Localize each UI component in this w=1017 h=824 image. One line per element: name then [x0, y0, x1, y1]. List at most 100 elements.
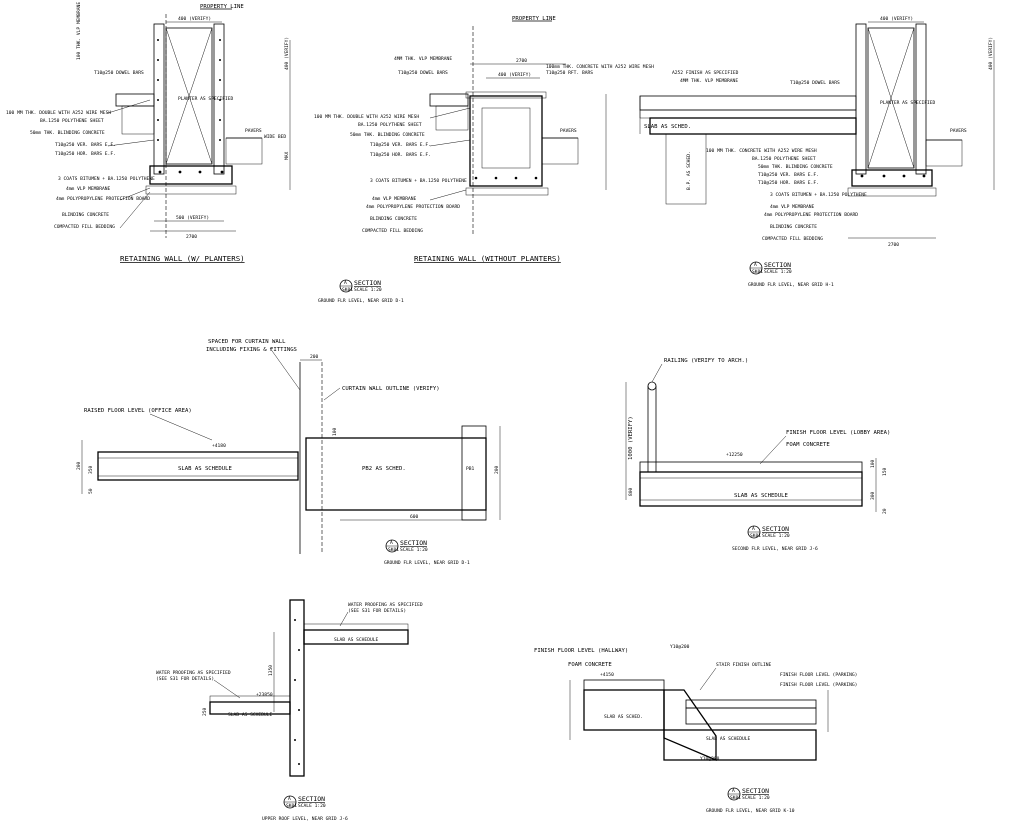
svg-text:SLAB AS SCHED.: SLAB AS SCHED. — [644, 124, 691, 130]
svg-text:PAVERS: PAVERS — [950, 128, 967, 134]
svg-text:SECTION: SECTION — [400, 539, 427, 547]
svg-text:PAVERS: PAVERS — [560, 128, 577, 134]
detail2-title: RETAINING WALL (WITHOUT PLANTERS) — [414, 254, 561, 263]
svg-text:BLINDING CONCRETE: BLINDING CONCRETE — [770, 224, 817, 230]
svg-text:200: 200 — [310, 354, 319, 360]
detail-ground-floor-grid-h1: 400 (VERIFY) PLANTER AS SPECIFIED SLAB A… — [639, 16, 995, 288]
svg-text:T10@250 RFT. BARS: T10@250 RFT. BARS — [546, 70, 593, 76]
svg-text:4mm POLYPROPYLENE PROTECTION B: 4mm POLYPROPYLENE PROTECTION BOARD — [764, 212, 858, 218]
section-marker-3: A SK01 SECTION SCALE 1:20 — [749, 261, 792, 275]
svg-text:2700: 2700 — [888, 242, 899, 248]
svg-text:4mm VLP MEMBRANE: 4mm VLP MEMBRANE — [66, 186, 110, 192]
section-marker-row1: A SK01 SECTION SCALE 1:20 GROUND FLR LEV… — [318, 279, 404, 304]
svg-text:3 COATS BITUMEN + BA.1250 POLY: 3 COATS BITUMEN + BA.1250 POLYTHENE — [370, 178, 467, 184]
svg-text:BA.1250 POLYTHENE SHEET: BA.1250 POLYTHENE SHEET — [358, 122, 422, 128]
detail-raised-floor-curtain-wall: SPACED FOR CURTAIN WALL INCLUDING FIXING… — [76, 339, 501, 566]
svg-text:INCLUDING FIXING & FITTINGS: INCLUDING FIXING & FITTINGS — [206, 347, 297, 353]
svg-text:(SEE S31 FOR DETAILS): (SEE S31 FOR DETAILS) — [348, 608, 406, 614]
svg-text:200: 200 — [76, 461, 82, 470]
detail-upper-roof-level: WATER PROOFING AS SPECIFIED (SEE S31 FOR… — [156, 599, 423, 822]
detail4-caption: GROUND FLR LEVEL, NEAR GRID D-1 — [384, 560, 470, 566]
svg-text:SCALE 1:20: SCALE 1:20 — [298, 803, 326, 809]
section-marker-4: A SK01 SECTION SCALE 1:20 — [385, 539, 428, 553]
svg-text:SLAB AS SCHEDULE: SLAB AS SCHEDULE — [178, 466, 233, 472]
svg-text:SECTION: SECTION — [764, 261, 791, 269]
svg-text:A: A — [344, 280, 347, 286]
svg-text:T10@250 VER. BARS E.F.: T10@250 VER. BARS E.F. — [55, 142, 116, 148]
svg-text:+4180: +4180 — [212, 443, 226, 449]
detail5-caption: SECOND FLR LEVEL, NEAR GRID J-6 — [732, 546, 818, 552]
svg-text:800: 800 — [628, 487, 634, 496]
svg-text:SECTION: SECTION — [762, 525, 789, 533]
svg-text:400 (VERIFY): 400 (VERIFY) — [498, 72, 531, 78]
svg-text:COMPACTED FILL BEDDING: COMPACTED FILL BEDDING — [762, 236, 823, 242]
svg-text:100 MM THK. CONCRETE WITH A252: 100 MM THK. CONCRETE WITH A252 WIRE MESH — [706, 148, 817, 154]
svg-text:100 MM THK. DOUBLE WITH A252 W: 100 MM THK. DOUBLE WITH A252 WIRE MESH — [314, 114, 419, 120]
svg-text:WIDE BED: WIDE BED — [264, 134, 286, 140]
section-marker-7: A SK01 SECTION SCALE 1:20 — [727, 787, 770, 801]
svg-text:T10@250 DOWEL BARS: T10@250 DOWEL BARS — [94, 70, 144, 76]
svg-text:BLINDING CONCRETE: BLINDING CONCRETE — [370, 216, 417, 222]
svg-text:SLAB AS SCHEDULE: SLAB AS SCHEDULE — [334, 637, 378, 643]
detail3-caption: GROUND FLR LEVEL, NEAR GRID H-1 — [748, 282, 834, 288]
svg-text:SPACED FOR CURTAIN WALL: SPACED FOR CURTAIN WALL — [208, 339, 286, 345]
svg-text:100 MM THK. DOUBLE WITH A252 W: 100 MM THK. DOUBLE WITH A252 WIRE MESH — [6, 110, 111, 116]
svg-text:B.P. AS SCHED.: B.P. AS SCHED. — [686, 151, 692, 190]
svg-text:MAX: MAX — [284, 151, 290, 160]
svg-text:SCALE 1:20: SCALE 1:20 — [354, 287, 382, 293]
svg-text:BLINDING CONCRETE: BLINDING CONCRETE — [62, 212, 109, 218]
svg-text:200: 200 — [494, 465, 500, 474]
svg-text:SK01: SK01 — [342, 287, 353, 293]
section-marker-6: A SK01 SECTION SCALE 1:20 — [283, 795, 326, 809]
svg-text:300: 300 — [870, 491, 876, 500]
svg-text:PLANTER AS SPECIFIED: PLANTER AS SPECIFIED — [178, 96, 234, 102]
svg-text:+4150: +4150 — [600, 672, 614, 678]
svg-text:100: 100 — [332, 427, 338, 436]
rebar-dots — [157, 39, 221, 141]
svg-text:3 COATS BITUMEN + BA.1250 POLY: 3 COATS BITUMEN + BA.1250 POLYTHENE — [770, 192, 867, 198]
svg-text:BA.1250 POLYTHENE SHEET: BA.1250 POLYTHENE SHEET — [752, 156, 816, 162]
svg-text:4mm POLYPROPYLENE PROTECTION B: 4mm POLYPROPYLENE PROTECTION BOARD — [56, 196, 150, 202]
svg-text:SK01: SK01 — [750, 533, 761, 539]
svg-text:A: A — [752, 526, 755, 532]
svg-text:T10@250 HOR. BARS E.F.: T10@250 HOR. BARS E.F. — [55, 151, 116, 157]
svg-text:FINISH FLOOR LEVEL (PARKING): FINISH FLOOR LEVEL (PARKING) — [780, 682, 857, 688]
svg-text:COMPACTED FILL BEDDING: COMPACTED FILL BEDDING — [54, 224, 115, 230]
svg-text:600: 600 — [410, 514, 419, 520]
svg-text:400 (VERIFY): 400 (VERIFY) — [178, 16, 211, 22]
svg-text:100: 100 — [870, 459, 876, 468]
svg-text:T10@250 VER. BARS E.F.: T10@250 VER. BARS E.F. — [370, 142, 431, 148]
svg-text:50mm THK. BLINDING CONCRETE: 50mm THK. BLINDING CONCRETE — [30, 130, 105, 136]
svg-text:SLAB AS SCHEDULE: SLAB AS SCHEDULE — [706, 736, 750, 742]
svg-text:T10@250 HOR. BARS E.F.: T10@250 HOR. BARS E.F. — [758, 180, 819, 186]
svg-text:1350: 1350 — [268, 665, 274, 676]
svg-text:SECTION: SECTION — [298, 795, 325, 803]
svg-text:+23850: +23850 — [256, 692, 273, 698]
svg-text:100mm THK. CONCRETE WITH A252: 100mm THK. CONCRETE WITH A252 WIRE MESH — [546, 64, 654, 70]
svg-text:400 (VERIFY): 400 (VERIFY) — [880, 16, 913, 22]
svg-text:COMPACTED FILL BEDDING: COMPACTED FILL BEDDING — [362, 228, 423, 234]
section-marker-5: A SK01 SECTION SCALE 1:20 — [747, 525, 790, 539]
svg-text:4MM THK. VLP MEMBRANE: 4MM THK. VLP MEMBRANE — [680, 78, 738, 84]
svg-text:PB1: PB1 — [466, 466, 475, 472]
detail-retaining-wall-with-planters: PROPERTY LINE 400 (VERIFY) PLANTER AS SP… — [6, 2, 291, 263]
svg-text:WATER PROOFING AS SPECIFIED: WATER PROOFING AS SPECIFIED — [348, 602, 423, 608]
svg-text:500 (VERIFY): 500 (VERIFY) — [176, 215, 209, 221]
svg-text:FINISH FLOOR LEVEL (LOBBY AREA: FINISH FLOOR LEVEL (LOBBY AREA) — [786, 430, 890, 436]
svg-text:SECTION: SECTION — [742, 787, 769, 795]
svg-text:SK01: SK01 — [286, 803, 297, 809]
svg-text:400 (VERIFY): 400 (VERIFY) — [988, 37, 994, 70]
svg-text:SK01: SK01 — [752, 269, 763, 275]
svg-text:1000 (VERIFY): 1000 (VERIFY) — [628, 416, 634, 460]
svg-text:FOAM CONCRETE: FOAM CONCRETE — [786, 442, 830, 448]
detail7-caption: GROUND FLR LEVEL, NEAR GRID K-10 — [706, 808, 795, 814]
svg-text:4mm VLP MEMBRANE: 4mm VLP MEMBRANE — [372, 196, 416, 202]
svg-text:250: 250 — [202, 707, 208, 716]
svg-text:PB2 AS SCHED.: PB2 AS SCHED. — [362, 466, 406, 472]
svg-text:Y10@200: Y10@200 — [670, 644, 690, 650]
property-line-label-2: PROPERTY LINE — [512, 16, 556, 22]
svg-text:2700: 2700 — [516, 58, 527, 64]
svg-text:T10@250 DOWEL BARS: T10@250 DOWEL BARS — [790, 80, 840, 86]
property-line-label: PROPERTY LINE — [200, 4, 244, 10]
detail-retaining-wall-without-planters: PROPERTY LINE 2700 400 (VERIFY) PAVERS 1… — [314, 16, 654, 263]
